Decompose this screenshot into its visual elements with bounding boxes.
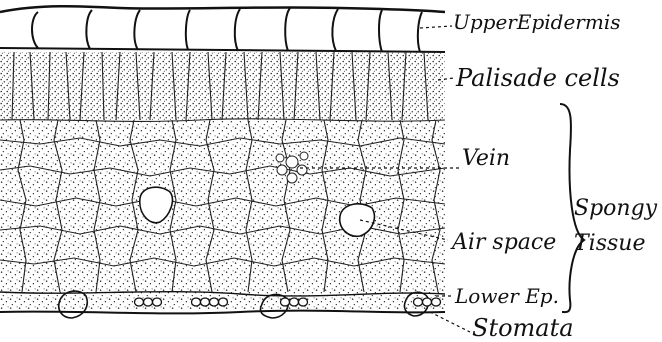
label-palisade-cells: Palisade cells xyxy=(456,66,620,90)
label-stomata: Stomata xyxy=(472,316,574,340)
label-tissue: Tissue xyxy=(574,233,645,255)
label-upper-epidermis: UpperEpidermis xyxy=(453,12,620,32)
palisade-layer xyxy=(0,52,445,121)
label-lower-ep: Lower Ep. xyxy=(455,286,559,306)
upper-epidermis-layer xyxy=(0,6,445,52)
label-spongy: Spongy xyxy=(574,198,657,220)
spongy-tissue-region xyxy=(0,120,445,318)
label-air-space: Air space xyxy=(452,232,556,254)
label-vein: Vein xyxy=(462,148,510,170)
